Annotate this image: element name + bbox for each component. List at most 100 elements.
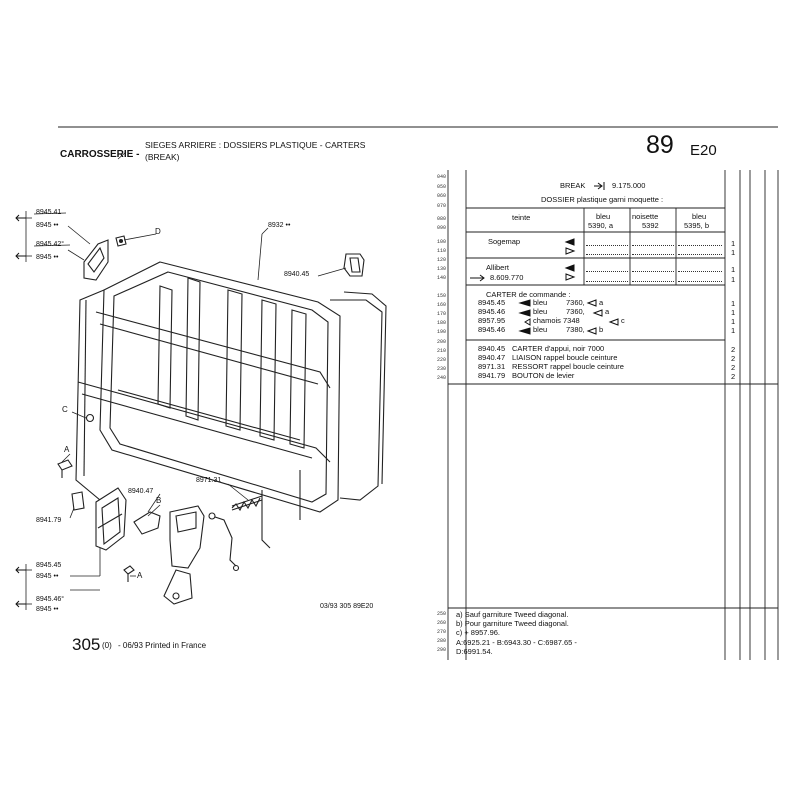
row-number: 070 (437, 203, 447, 209)
carter-desc: bleu (533, 325, 548, 334)
carter-desc: bleu (533, 298, 548, 307)
part-ref: 8940.47 (478, 353, 506, 362)
carter-qty: 1 (731, 299, 736, 308)
footnote: A:6925.21 - B:6943.30 - C:6987.65 - (456, 638, 577, 647)
carter-desc: bleu (533, 307, 548, 316)
row-number: 220 (437, 357, 447, 363)
color-code-1: 5390, a (588, 221, 614, 230)
row-number: 290 (437, 647, 447, 653)
row-number: 080 (437, 216, 447, 222)
row-number: 100 (437, 239, 447, 245)
carter-ref: 8945.46 (478, 325, 506, 334)
carter-ref: 8957.95 (478, 316, 506, 325)
break-value: 9.175.000 (612, 181, 646, 190)
qty-allibert-2: 1 (731, 275, 736, 284)
label-C: C (62, 405, 68, 414)
label-8945-a: 8945 •• (36, 222, 59, 229)
page-suffix: (0) (102, 641, 112, 650)
label-8932: 8932 •• (268, 222, 291, 229)
part-ref: 8940.45 (478, 344, 506, 353)
part-qty: 2 (731, 363, 736, 372)
color-code-3: 5395, b (684, 221, 710, 230)
page-subtitle: (BREAK) (145, 152, 180, 162)
label-8945-42: 8945.42° (36, 241, 65, 248)
qty-sogemap-2: 1 (731, 248, 736, 257)
break-label: BREAK (560, 181, 586, 190)
row-number: 050 (437, 184, 447, 190)
part-qty: 2 (731, 345, 736, 354)
part-ref: 8971.31 (478, 362, 506, 371)
row-number: 260 (437, 620, 447, 626)
footnote: a) Sauf garniture Tweed diagonal. (456, 610, 569, 619)
row-number: 060 (437, 193, 447, 199)
label-B: B (156, 496, 162, 505)
label-8945-d: 8945 •• (36, 606, 59, 613)
carter-ref: 8945.46 (478, 307, 506, 316)
section-title: CARROSSERIE - (60, 149, 140, 160)
carter-desc: chamois 7348 (533, 316, 580, 325)
carter-qty: 1 (731, 317, 736, 326)
row-number: 180 (437, 320, 447, 326)
label-8941-79: 8941.79 (36, 517, 62, 524)
group-number: 89 (646, 131, 674, 159)
footnote: c) + 8957.96. (456, 628, 500, 637)
row-number: 230 (437, 366, 447, 372)
row-number: 250 (437, 611, 447, 617)
row-number: 190 (437, 329, 447, 335)
label-D: D (155, 227, 161, 236)
row-number: 140 (437, 275, 447, 281)
print-info: - 06/93 Printed in France (118, 641, 207, 650)
row-number: 270 (437, 629, 447, 635)
label-8945-b: 8945 •• (36, 254, 59, 261)
row-number: 170 (437, 311, 447, 317)
carter-flag: a (605, 307, 610, 316)
carter-num: 7360, (566, 307, 585, 316)
qty-sogemap-1: 1 (731, 239, 736, 248)
footnote: D:6991.54. (456, 647, 493, 656)
color-name-3: bleu (692, 212, 707, 221)
part-ref: 8941.79 (478, 371, 506, 380)
part-qty: 2 (731, 372, 736, 381)
carter-title: CARTER de commande : (486, 290, 571, 299)
row-number: 040 (437, 174, 447, 180)
carter-num: 7360, (566, 298, 585, 307)
row-number: 120 (437, 257, 447, 263)
row-number: 150 (437, 293, 447, 299)
row-number: 090 (437, 225, 447, 231)
diagram-caption: 03/93 305 89E20 (320, 603, 374, 610)
row-number: 130 (437, 266, 447, 272)
allibert-ref: 8.609.770 (490, 273, 524, 282)
footnote: b) Pour garniture Tweed diagonal. (456, 619, 569, 628)
row-allibert: Allibert (486, 263, 509, 272)
label-8971-31: 8971.31 (196, 477, 222, 484)
carter-qty: 1 (731, 308, 736, 317)
color-name-1: bleu (596, 212, 611, 221)
carter-num: 7380, (566, 325, 585, 334)
label-8940-47: 8940.47 (128, 488, 154, 495)
carter-ref: 8945.45 (478, 298, 506, 307)
label-A-1: A (64, 445, 70, 454)
row-number: 200 (437, 339, 447, 345)
part-desc: RESSORT rappel boucle ceinture (512, 362, 624, 371)
page-number: 305 (72, 635, 101, 654)
label-8945-45: 8945.45 (36, 562, 62, 569)
label-8945-46: 8945.46° (36, 596, 65, 603)
carter-qty: 1 (731, 326, 736, 335)
part-desc: CARTER d'appui, noir 7000 (512, 344, 605, 353)
carter-flag: b (599, 325, 604, 334)
row-number: 110 (437, 248, 447, 254)
row-sogemap: Sogemap (488, 237, 521, 246)
label-8940-45: 8940.45 (284, 271, 310, 278)
qty-allibert-1: 1 (731, 265, 736, 274)
label-8945-41: 8945.41 (36, 209, 62, 216)
part-desc: LIAISON rappel boucle ceinture (512, 353, 618, 362)
carter-flag: a (599, 298, 604, 307)
color-name-2: noisette (632, 212, 659, 221)
row-number: 280 (437, 638, 447, 644)
color-code-2: 5392 (642, 221, 659, 230)
row-number: 160 (437, 302, 447, 308)
page-title: SIEGES ARRIERE : DOSSIERS PLASTIQUE - CA… (145, 140, 366, 150)
teinte-label: teinte (512, 213, 531, 222)
part-desc: BOUTON de levier (512, 371, 575, 380)
